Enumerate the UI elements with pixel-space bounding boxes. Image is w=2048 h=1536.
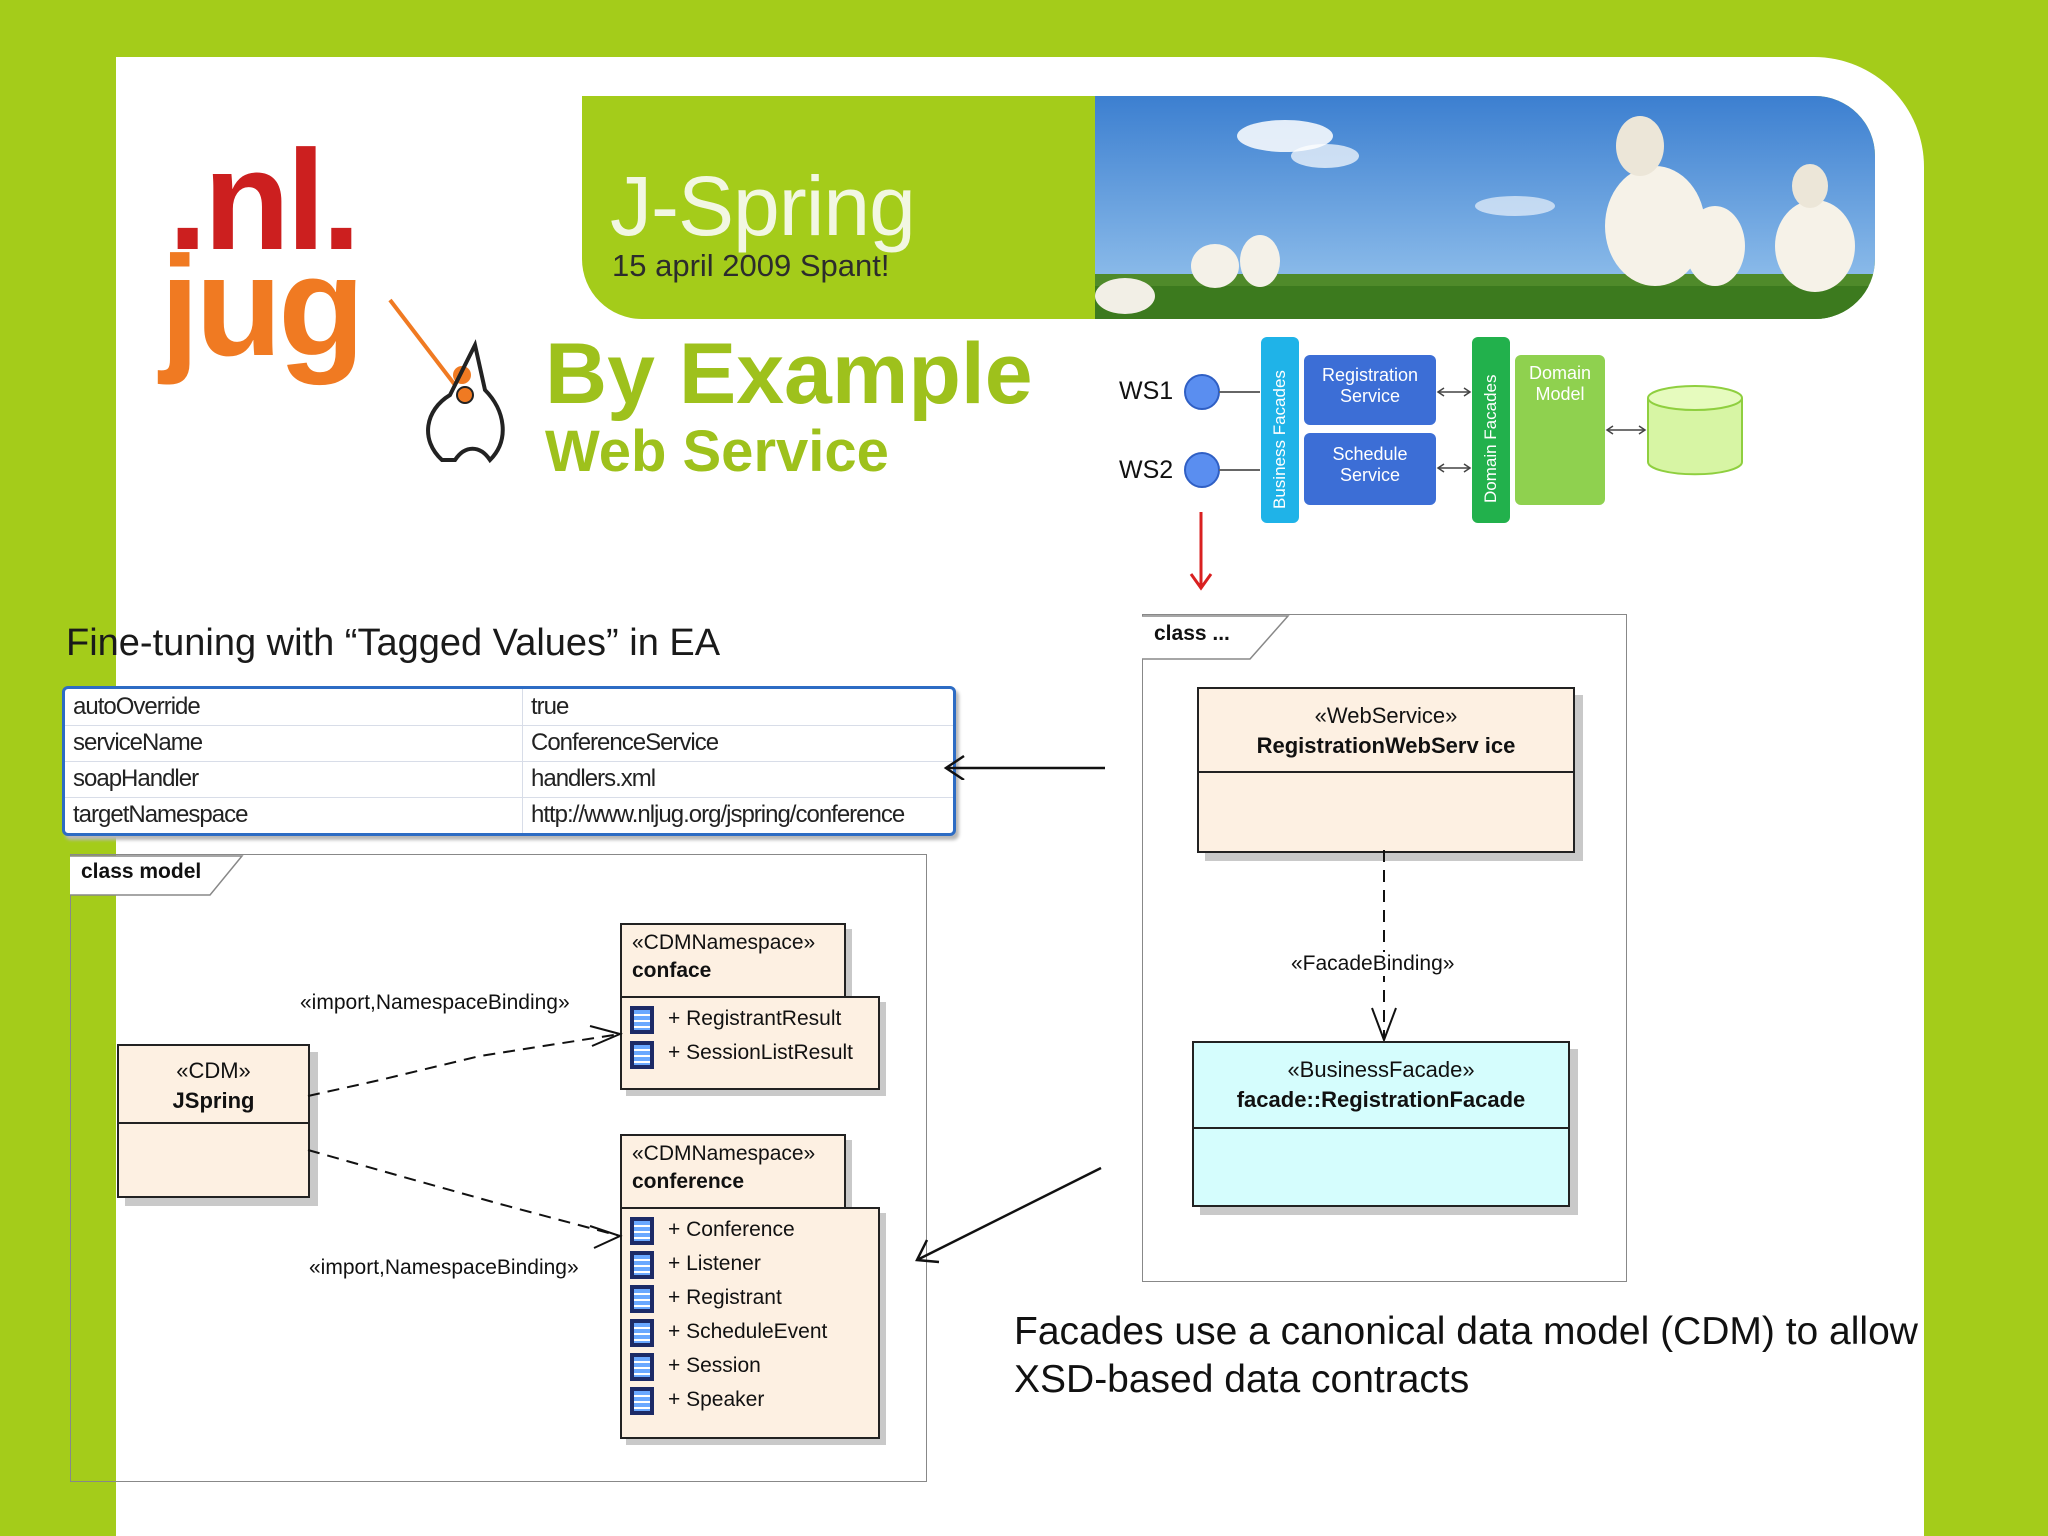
tag-key: soapHandler: [73, 765, 199, 792]
business-facades-bar: Business Facades: [1261, 337, 1299, 523]
conface-package-body[interactable]: + RegistrantResult + SessionListResult: [620, 996, 880, 1090]
table-row[interactable]: soapHandler handlers.xml: [65, 761, 953, 798]
column-divider: [522, 761, 523, 797]
import-label-top: «import,NamespaceBinding»: [300, 991, 570, 1014]
tagged-values-table: autoOverride true serviceName Conference…: [62, 686, 956, 836]
package-name: conface: [632, 959, 712, 982]
class-item-icon: [630, 1387, 654, 1415]
column-divider: [522, 797, 523, 833]
class-model-tab: [70, 855, 244, 896]
tag-value: http://www.nljug.org/jspring/conference: [531, 801, 905, 828]
class-stereotype: «CDM»: [176, 1058, 251, 1083]
banner-subtitle: 15 april 2009 Spant!: [612, 248, 890, 283]
class-header: «CDM» JSpring: [119, 1046, 308, 1124]
conference-package-body[interactable]: + Conference + Listener + Registrant + S…: [620, 1207, 880, 1439]
conference-package-tab[interactable]: «CDMNamespace» conference: [620, 1134, 846, 1211]
package-name: conference: [632, 1170, 745, 1193]
logo-jug: jug: [160, 227, 365, 386]
domain-model-box: Domain Model: [1515, 355, 1605, 505]
import-dependency-arrows: [307, 1025, 624, 1249]
logo-nl: .nl.: [168, 121, 361, 280]
class-header: «WebService» RegistrationWebServ ice: [1199, 689, 1573, 773]
facades-caption: Facades use a canonical data model (CDM)…: [1014, 1308, 1918, 1404]
table-row[interactable]: targetNamespace http://www.nljug.org/jsp…: [65, 797, 953, 833]
table-row[interactable]: serviceName ConferenceService: [65, 725, 953, 762]
tag-value: ConferenceService: [531, 729, 719, 756]
import-label-bottom: «import,NamespaceBinding»: [309, 1256, 579, 1279]
database-cylinder-icon: [1605, 385, 1743, 476]
ws1-label: WS1: [1119, 377, 1174, 405]
caption-line2: XSD-based data contracts: [1014, 1358, 1470, 1401]
ws-connectors: [1184, 374, 1260, 488]
tag-value: true: [531, 693, 569, 720]
tag-key: autoOverride: [73, 693, 201, 720]
class-item-icon: [630, 1353, 654, 1381]
package-item: + Registrant: [668, 1286, 782, 1309]
banner: J-Spring 15 april 2009 Spant!: [582, 96, 1875, 319]
class-name: facade::RegistrationFacade: [1236, 1087, 1526, 1112]
arrow-to-conference: [915, 1166, 1102, 1264]
ws2-label: WS2: [1119, 456, 1174, 484]
down-arrow-icon: [1189, 512, 1213, 591]
tag-key: serviceName: [73, 729, 203, 756]
class-item-icon: [630, 1285, 654, 1313]
package-stereotype: «CDMNamespace»: [632, 1142, 816, 1165]
class-item-icon: [630, 1041, 654, 1069]
class-stereotype: «BusinessFacade»: [1287, 1057, 1475, 1082]
facade-binding-arrow: [1371, 850, 1397, 1043]
class-item-icon: [630, 1319, 654, 1347]
schedule-service-line1: Schedule: [1332, 444, 1408, 464]
service-domain-arrows: [1436, 387, 1472, 473]
tag-value: handlers.xml: [531, 765, 656, 792]
business-facades-label: Business Facades: [1270, 370, 1289, 509]
schedule-service-line2: Service: [1339, 465, 1401, 485]
column-divider: [522, 689, 523, 725]
column-divider: [522, 725, 523, 761]
class-header: «BusinessFacade» facade::RegistrationFac…: [1194, 1043, 1568, 1129]
package-item: + Conference: [668, 1218, 795, 1241]
registration-service-line1: Registration: [1321, 365, 1419, 385]
package-item: + Listener: [668, 1252, 761, 1275]
domain-model-line1: Domain: [1528, 363, 1592, 383]
class-frame: [1142, 614, 1627, 1282]
package-item: + Speaker: [668, 1388, 765, 1411]
domain-model-line2: Model: [1535, 384, 1585, 404]
package-stereotype: «CDMNamespace»: [632, 931, 816, 954]
facade-binding-label: «FacadeBinding»: [1291, 952, 1455, 976]
class-name: JSpring: [172, 1088, 255, 1113]
caption-line1: Facades use a canonical data model (CDM)…: [1014, 1310, 1918, 1353]
class-model-label: class model: [81, 860, 202, 883]
domain-facades-bar: Domain Facades: [1472, 337, 1510, 523]
table-row[interactable]: autoOverride true: [65, 689, 953, 726]
class-item-icon: [630, 1217, 654, 1245]
class-frame-label: class ...: [1154, 622, 1230, 645]
heading-web-service: Web Service: [545, 419, 889, 484]
sheep-photo: [1095, 96, 1875, 319]
registration-service-line2: Service: [1339, 386, 1401, 406]
conface-package-tab[interactable]: «CDMNamespace» conface: [620, 923, 846, 1000]
registration-service-box: Registration Service: [1304, 355, 1436, 425]
tag-key: targetNamespace: [73, 801, 248, 828]
duke-mascot-icon: [388, 298, 505, 464]
package-item: + ScheduleEvent: [668, 1320, 828, 1343]
cdm-jspring-class[interactable]: «CDM» JSpring: [117, 1044, 310, 1198]
heading-by-example: By Example: [545, 326, 1033, 422]
class-model-frame: [70, 854, 927, 1482]
package-item: + RegistrantResult: [668, 1007, 842, 1030]
finetune-title: Fine-tuning with “Tagged Values” in EA: [66, 622, 721, 664]
class-stereotype: «WebService»: [1314, 703, 1458, 728]
business-facade-class[interactable]: «BusinessFacade» facade::RegistrationFac…: [1192, 1041, 1570, 1207]
arrow-to-table: [943, 754, 1105, 780]
banner-title: J-Spring: [610, 159, 916, 253]
class-item-icon: [630, 1006, 654, 1034]
domain-facades-label: Domain Facades: [1481, 374, 1500, 503]
schedule-service-box: Schedule Service: [1304, 433, 1436, 505]
webservice-class[interactable]: «WebService» RegistrationWebServ ice: [1197, 687, 1575, 853]
package-item: + Session: [668, 1354, 761, 1377]
class-name: RegistrationWebServ ice: [1256, 733, 1516, 758]
class-frame-tab: [1142, 615, 1290, 660]
class-item-icon: [630, 1251, 654, 1279]
package-item: + SessionListResult: [668, 1041, 854, 1064]
